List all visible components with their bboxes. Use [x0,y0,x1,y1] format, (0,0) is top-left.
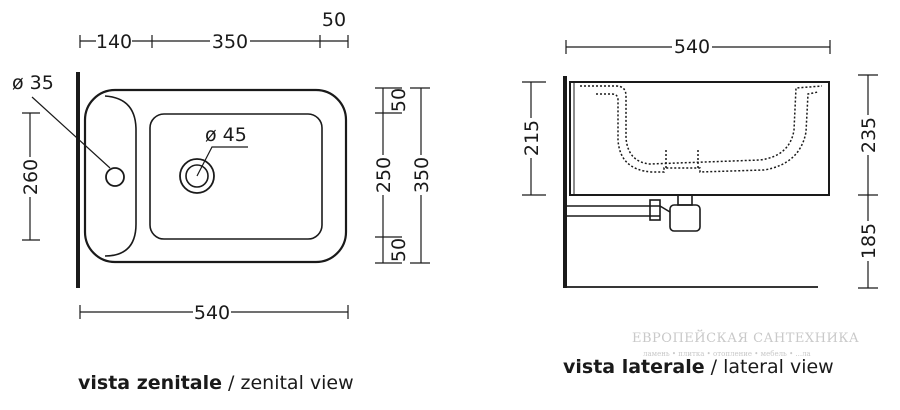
top-view-labels: 140 350 50 540 260 250 350 50 50 ø 35 ø … [12,9,434,324]
dim-260: 260 [20,159,42,195]
side-view-labels: 540 215 235 185 [519,34,880,261]
watermark-line1: ЕВРОПЕЙСКАЯ САНТЕХНИКА [632,329,859,346]
tap-hole [105,167,125,187]
drain-outer [179,158,215,194]
dim-540-bottom: 540 [194,302,230,324]
basin-back-edge [104,95,137,257]
top-view-caption-bold: vista zenitale [78,372,223,394]
side-view-caption-regular: lateral view [723,356,834,378]
dim-540-side: 540 [674,36,710,58]
dim-185: 185 [858,223,880,259]
waste-trap [565,194,701,232]
hidden-drain [665,150,699,170]
dim-50-top: 50 [322,9,346,31]
side-view-caption: vista laterale / lateral view [563,356,834,378]
top-view [22,35,430,319]
drain-leader [196,146,248,177]
hidden-bowl-inner [596,91,819,173]
watermark: ЕВРОПЕЙСКАЯ САНТЕХНИКА ламень • плитка •… [632,329,859,358]
dim-50-lower: 50 [388,238,410,262]
watermark-line2: ламень • плитка • отопление • мебель • .… [643,350,811,358]
dim-350: 350 [212,31,248,53]
side-view-caption-sep: / [704,356,724,378]
side-view-caption-bold: vista laterale [563,356,705,378]
top-view-caption-regular: zenital view [240,372,354,394]
side-basin-body [569,81,830,196]
top-view-caption: vista zenitale / zenital view [78,372,354,394]
dim-215: 215 [521,120,543,156]
dim-250: 250 [373,157,395,193]
hidden-bowl-outer [580,85,823,165]
bowl-outline [149,113,323,240]
drain-inner [185,164,209,188]
tap-leader [31,96,111,169]
basin-outline [83,88,348,264]
side-view [522,40,878,289]
top-view-caption-sep: / [222,372,241,394]
tap-hole-label: ø 35 [12,72,54,94]
dim-235: 235 [858,117,880,153]
drain-hole-label: ø 45 [205,124,247,146]
dim-350-right: 350 [411,157,433,193]
dim-50-upper: 50 [388,88,410,112]
dim-140: 140 [96,31,132,53]
